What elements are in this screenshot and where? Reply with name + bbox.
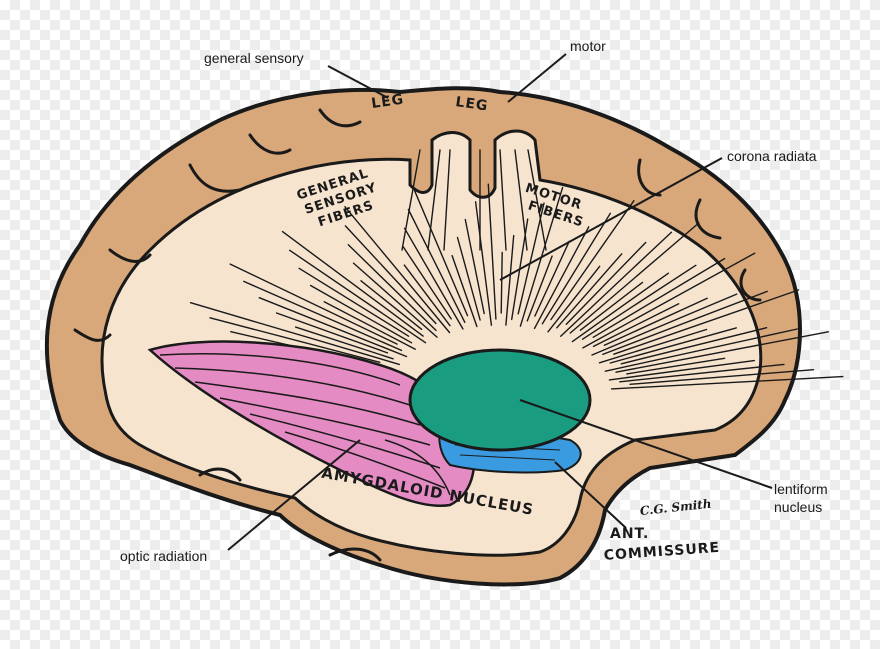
- fiber-line: [514, 149, 528, 251]
- fiber-line: [189, 302, 400, 366]
- label-lentiform-line-2: nucleus: [774, 499, 822, 515]
- leg-right-text: LEG: [454, 94, 489, 114]
- fiber-line: [360, 280, 423, 330]
- fiber-line: [560, 231, 673, 337]
- fiber-line: [533, 226, 590, 330]
- fiber-line: [294, 326, 394, 360]
- fiber-line: [275, 312, 389, 354]
- leader-lines: [227, 53, 773, 551]
- fiber-line: [499, 149, 507, 251]
- fiber-line: [413, 189, 469, 317]
- fiber-line: [487, 183, 497, 320]
- fiber-line: [579, 281, 644, 331]
- fiber-line: [500, 251, 503, 314]
- fiber-line: [344, 205, 451, 334]
- ant-commissure-line-1: ANT.: [610, 526, 649, 542]
- fiber-line: [402, 246, 452, 320]
- fiber-line: [401, 149, 421, 251]
- fiber-line: [581, 264, 697, 340]
- leader-ant-commissure: [554, 461, 627, 529]
- fiber-line: [323, 301, 416, 350]
- fiber-line: [526, 255, 553, 322]
- leg-left-text: LEG: [370, 92, 405, 112]
- fiber-line: [592, 257, 726, 338]
- fiber-line: [298, 267, 410, 337]
- fiber-line: [598, 328, 708, 364]
- label-motor: motor: [570, 38, 606, 54]
- fiber-line: [592, 303, 680, 348]
- fiber-line: [620, 327, 768, 365]
- fiber-line: [527, 149, 547, 251]
- fiber-line: [289, 249, 427, 344]
- fiber-line: [209, 317, 381, 363]
- fiber-line: [456, 236, 481, 321]
- leader-corona-radiata: [499, 157, 723, 281]
- fiber-line: [443, 149, 451, 251]
- fiber-line: [229, 263, 398, 345]
- fiber-line: [550, 199, 635, 321]
- fiber-line: [517, 202, 545, 315]
- fiber-line: [556, 253, 623, 329]
- fiber-line: [309, 284, 413, 344]
- fiber-line: [610, 375, 844, 390]
- lentiform-nucleus-shape: [408, 348, 592, 452]
- fiber-line: [281, 230, 424, 337]
- fiber-line: [613, 289, 800, 355]
- label-lentiform-line-1: lentiform: [774, 481, 828, 497]
- fiber-line: [604, 328, 798, 372]
- artist-signature: C.G. Smith: [639, 497, 712, 518]
- fiber-line: [571, 272, 670, 343]
- fiber-line: [609, 327, 737, 364]
- fiber-line: [258, 297, 408, 358]
- label-corona-radiata: corona radiata: [727, 148, 817, 164]
- fiber-line: [608, 359, 755, 381]
- fiber-line: [407, 208, 466, 323]
- fiber-line: [403, 264, 451, 327]
- fiber-line: [474, 201, 493, 326]
- fiber-line: [541, 212, 611, 325]
- label-optic-radiation: optic radiation: [120, 548, 207, 564]
- fiber-line: [547, 265, 601, 333]
- fiber-line: [569, 222, 700, 334]
- label-general-sensory: general sensory: [204, 50, 304, 66]
- leader-optic-radiation: [227, 439, 361, 551]
- fiber-line: [629, 369, 815, 385]
- fiber-line: [565, 241, 647, 325]
- fiber-line: [451, 254, 478, 328]
- leader-motor: [507, 53, 567, 103]
- fiber-line: [602, 290, 768, 356]
- leader-general-sensory: [327, 65, 389, 99]
- fiber-line: [427, 149, 441, 251]
- fiber-line: [352, 262, 438, 338]
- fiber-line: [464, 218, 485, 315]
- fiber-line: [347, 243, 437, 332]
- fiber-line: [582, 252, 756, 349]
- ant-commissure-line-2: COMMISSURE: [603, 540, 720, 564]
- fiber-line: [615, 331, 829, 373]
- fiber-line: [603, 297, 708, 346]
- fiber-line: [591, 293, 738, 356]
- fiber-line: [344, 225, 437, 325]
- fiber-line: [505, 234, 515, 326]
- fiber-line: [243, 280, 403, 352]
- fiber-line: [534, 240, 570, 317]
- leader-lentiform: [519, 399, 773, 489]
- fiber-line: [619, 363, 785, 383]
- fiber-line: [403, 227, 464, 330]
- optic-radiation-shape: [147, 340, 476, 508]
- fiber-line: [626, 357, 726, 375]
